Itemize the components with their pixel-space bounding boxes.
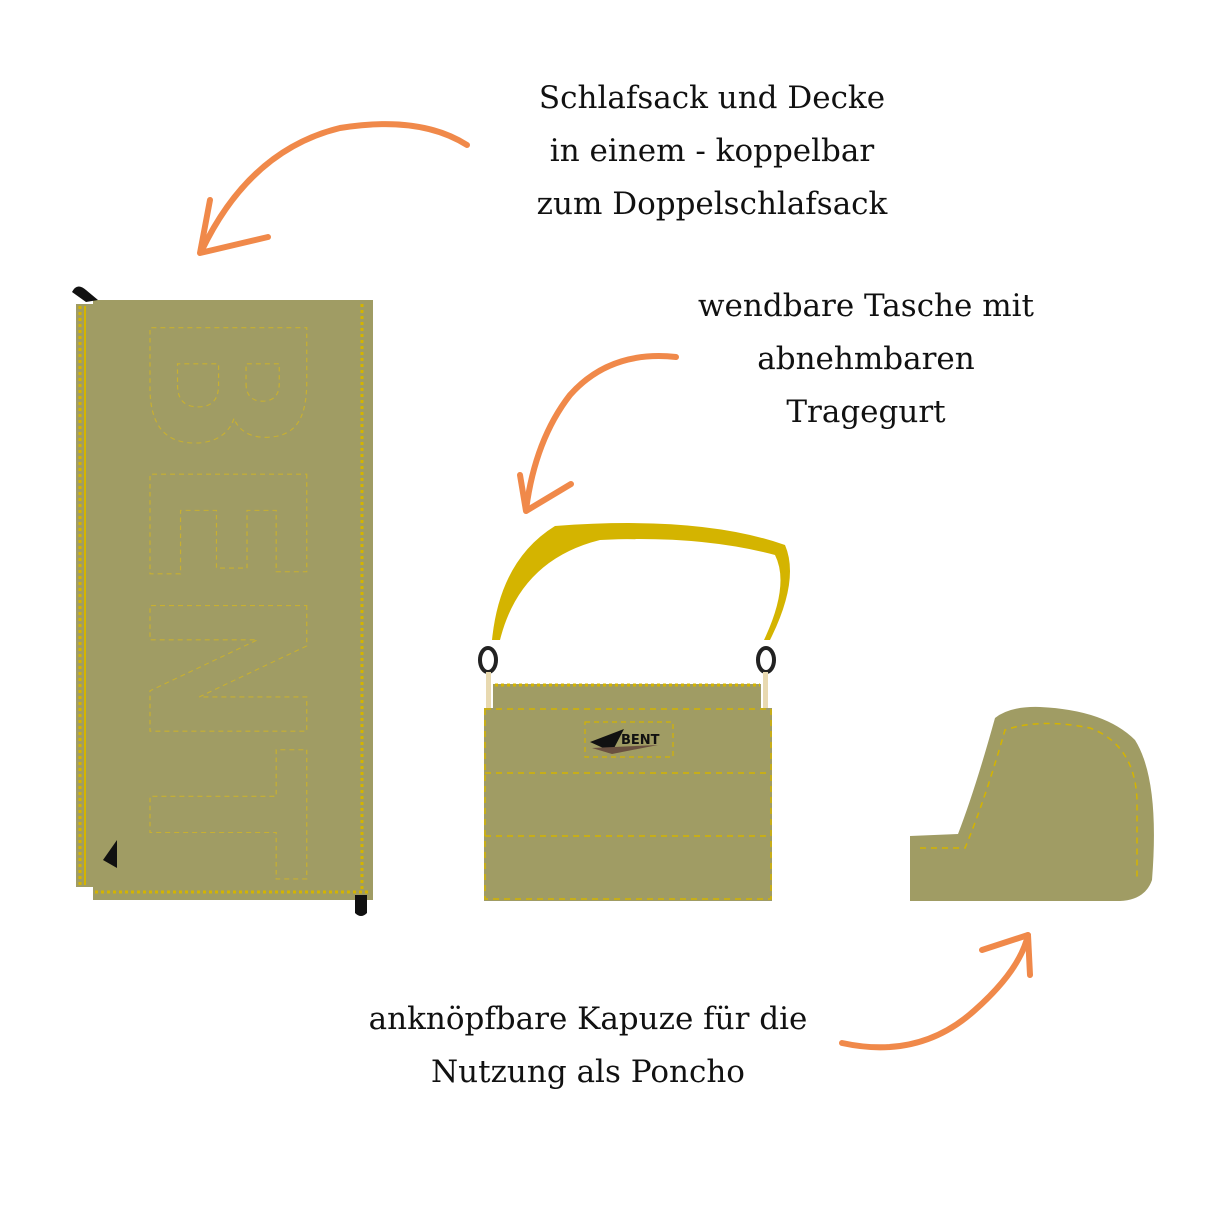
- caption-line: anknöpfbare Kapuze für die: [368, 1001, 808, 1037]
- arrow-to-hood: [839, 932, 1033, 1051]
- bag-big-bent-outline: BENT: [99, 310, 350, 880]
- bag-logo-text: BENT: [621, 733, 660, 748]
- caption-hood: anknöpfbare Kapuze für die Nutzung als P…: [369, 993, 808, 1099]
- caption-line: abnehmbaren: [757, 341, 975, 377]
- caption-sleeping-bag: Schlafsack und Decke in einem - koppelba…: [537, 72, 888, 231]
- arrow-to-bag: [517, 353, 679, 514]
- bent-logo-icon: [103, 840, 117, 868]
- carry-strap: [492, 523, 790, 640]
- bag: BENT: [478, 523, 790, 901]
- caption-line: wendbare Tasche mit: [698, 288, 1034, 324]
- caption-line: Nutzung als Poncho: [431, 1054, 745, 1090]
- arrow-to-sleeping-bag: [197, 121, 470, 256]
- caption-line: Schlafsack und Decke: [538, 80, 886, 116]
- caption-bag: wendbare Tasche mit abnehmbaren Tragegur…: [698, 280, 1034, 439]
- sleeping-bag: BENT: [72, 286, 373, 916]
- bent-logo-icon: [590, 729, 624, 752]
- carabiner-icon: [756, 646, 776, 674]
- caption-line: Tragegurt: [786, 394, 946, 430]
- caption-line: in einem - koppelbar: [549, 133, 875, 169]
- zipper-pull-icon: [72, 286, 98, 302]
- hood: [910, 706, 1154, 901]
- carabiner-icon: [478, 646, 498, 674]
- zipper-pull-icon: [355, 895, 367, 916]
- caption-line: zum Doppelschlafsack: [536, 186, 888, 222]
